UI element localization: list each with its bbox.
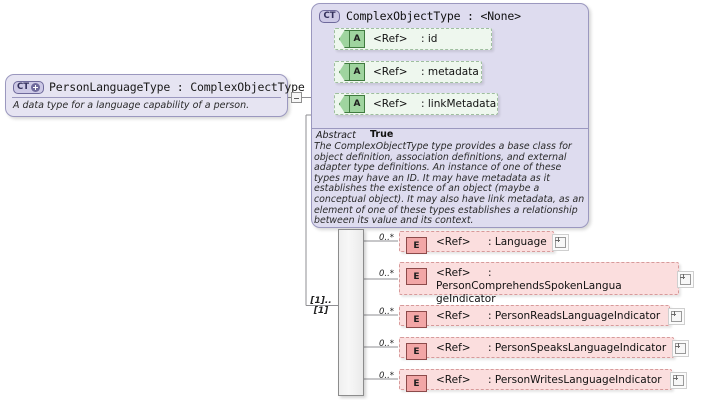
element-ref-person-reads: <Ref>: [436, 310, 471, 322]
attribute-row-linkmetadata[interactable]: A <Ref> : linkMetadata: [334, 93, 498, 115]
occurrence-person-speaks: 0..*: [379, 339, 395, 349]
element-text-person-reads: <Ref> : PersonReadsLanguageIndicator: [436, 310, 660, 323]
expand-plus-icon: [671, 311, 682, 322]
occurrence-language: 0..*: [379, 233, 395, 243]
root-type-divider: [12, 97, 281, 98]
element-icon: E: [406, 268, 427, 285]
element-name-language: : Language: [488, 236, 547, 248]
element-row-language[interactable]: E <Ref> : Language: [399, 231, 554, 254]
complex-type-plus-icon[interactable]: CT: [13, 80, 45, 94]
attribute-text-id: <Ref> : id: [373, 33, 437, 45]
expand-plus-icon: [680, 274, 691, 285]
expand-person-comprehends[interactable]: [677, 271, 694, 288]
base-type-title-row: CT ComplexObjectType : <None>: [319, 9, 521, 23]
root-type-name: PersonLanguageType : ComplexObjectType: [49, 80, 305, 94]
occurrence-person-writes: 0..*: [379, 371, 395, 381]
expand-person-writes[interactable]: [670, 372, 687, 389]
expand-person-reads[interactable]: [668, 308, 685, 325]
element-row-person-speaks[interactable]: E <Ref> : PersonSpeaksLanguageIndicator: [399, 337, 674, 360]
element-icon: E: [406, 375, 427, 392]
sequence-compositor[interactable]: [338, 229, 364, 396]
root-type-documentation: A data type for a language capability of…: [13, 100, 250, 111]
expand-language[interactable]: [552, 234, 569, 251]
element-row-person-reads[interactable]: E <Ref> : PersonReadsLanguageIndicator: [399, 305, 670, 328]
base-type-name: ComplexObjectType : <None>: [346, 9, 521, 23]
element-ref-person-speaks: <Ref>: [436, 342, 471, 354]
element-name-person-speaks: : PersonSpeaksLanguageIndicator: [488, 342, 667, 354]
attribute-row-metadata[interactable]: A <Ref> : metadata: [334, 61, 482, 83]
element-icon: E: [406, 237, 427, 254]
complex-type-icon-label: CT: [17, 81, 30, 92]
expand-plus-icon: [555, 237, 566, 248]
attribute-icon-label: A: [349, 31, 364, 47]
abstract-property-row: Abstract True: [312, 128, 588, 142]
attribute-row-id[interactable]: A <Ref> : id: [334, 28, 492, 50]
element-row-person-writes[interactable]: E <Ref> : PersonWritesLanguageIndicator: [399, 369, 672, 392]
complex-type-icon[interactable]: CT: [319, 9, 340, 23]
expand-plus-icon: [673, 375, 684, 386]
attribute-icon-label: A: [349, 96, 364, 112]
expand-plus-icon: [675, 343, 686, 354]
sequence-cardinality: [1]..[1]: [310, 296, 332, 316]
element-name-person-writes: : PersonWritesLanguageIndicator: [488, 374, 662, 386]
element-ref-person-comprehends: <Ref>: [436, 267, 471, 279]
attribute-ref-metadata: <Ref>: [373, 66, 408, 78]
abstract-value: True: [370, 129, 394, 140]
attribute-ref-id: <Ref>: [373, 33, 408, 45]
element-icon: E: [406, 311, 427, 328]
plus-glyph: [31, 82, 41, 92]
root-type-title-row: CT PersonLanguageType : ComplexObjectTyp…: [13, 78, 305, 96]
root-complex-type-box[interactable]: CT PersonLanguageType : ComplexObjectTyp…: [5, 74, 305, 117]
element-text-person-comprehends: <Ref>: PersonComprehendsSpokenLangua geI…: [436, 267, 674, 306]
attribute-ref-linkmetadata: <Ref>: [373, 98, 408, 110]
element-ref-person-writes: <Ref>: [436, 374, 471, 386]
attribute-icon: A: [339, 63, 365, 81]
element-text-language: <Ref> : Language: [436, 236, 547, 249]
attribute-name-id: : id: [421, 33, 438, 45]
occurrence-person-reads: 0..*: [379, 307, 395, 317]
attribute-text-linkmetadata: <Ref> : linkMetadata: [373, 98, 496, 110]
attribute-name-metadata: : metadata: [421, 66, 479, 78]
element-row-person-comprehends[interactable]: E <Ref>: PersonComprehendsSpokenLangua g…: [399, 262, 679, 305]
element-text-person-speaks: <Ref> : PersonSpeaksLanguageIndicator: [436, 342, 666, 355]
base-type-documentation: The ComplexObjectType type provides a ba…: [314, 141, 585, 227]
element-ref-language: <Ref>: [436, 236, 471, 248]
element-icon: E: [406, 343, 427, 360]
root-type-collapse-toggle[interactable]: [291, 92, 302, 103]
base-complex-type-icon-label: CT: [323, 10, 336, 21]
attribute-name-linkmetadata: : linkMetadata: [421, 98, 497, 110]
attribute-text-metadata: <Ref> : metadata: [373, 66, 479, 78]
element-name-person-reads: : PersonReadsLanguageIndicator: [488, 310, 661, 322]
expand-person-speaks[interactable]: [672, 340, 689, 357]
abstract-label: Abstract: [316, 130, 356, 141]
attribute-icon: A: [339, 30, 365, 48]
attribute-icon-label: A: [349, 64, 364, 80]
element-name-person-comprehends: : PersonComprehendsSpokenLangua geIndica…: [436, 267, 622, 305]
occurrence-person-comprehends: 0..*: [379, 269, 395, 279]
attribute-icon: A: [339, 95, 365, 113]
element-text-person-writes: <Ref> : PersonWritesLanguageIndicator: [436, 374, 662, 387]
